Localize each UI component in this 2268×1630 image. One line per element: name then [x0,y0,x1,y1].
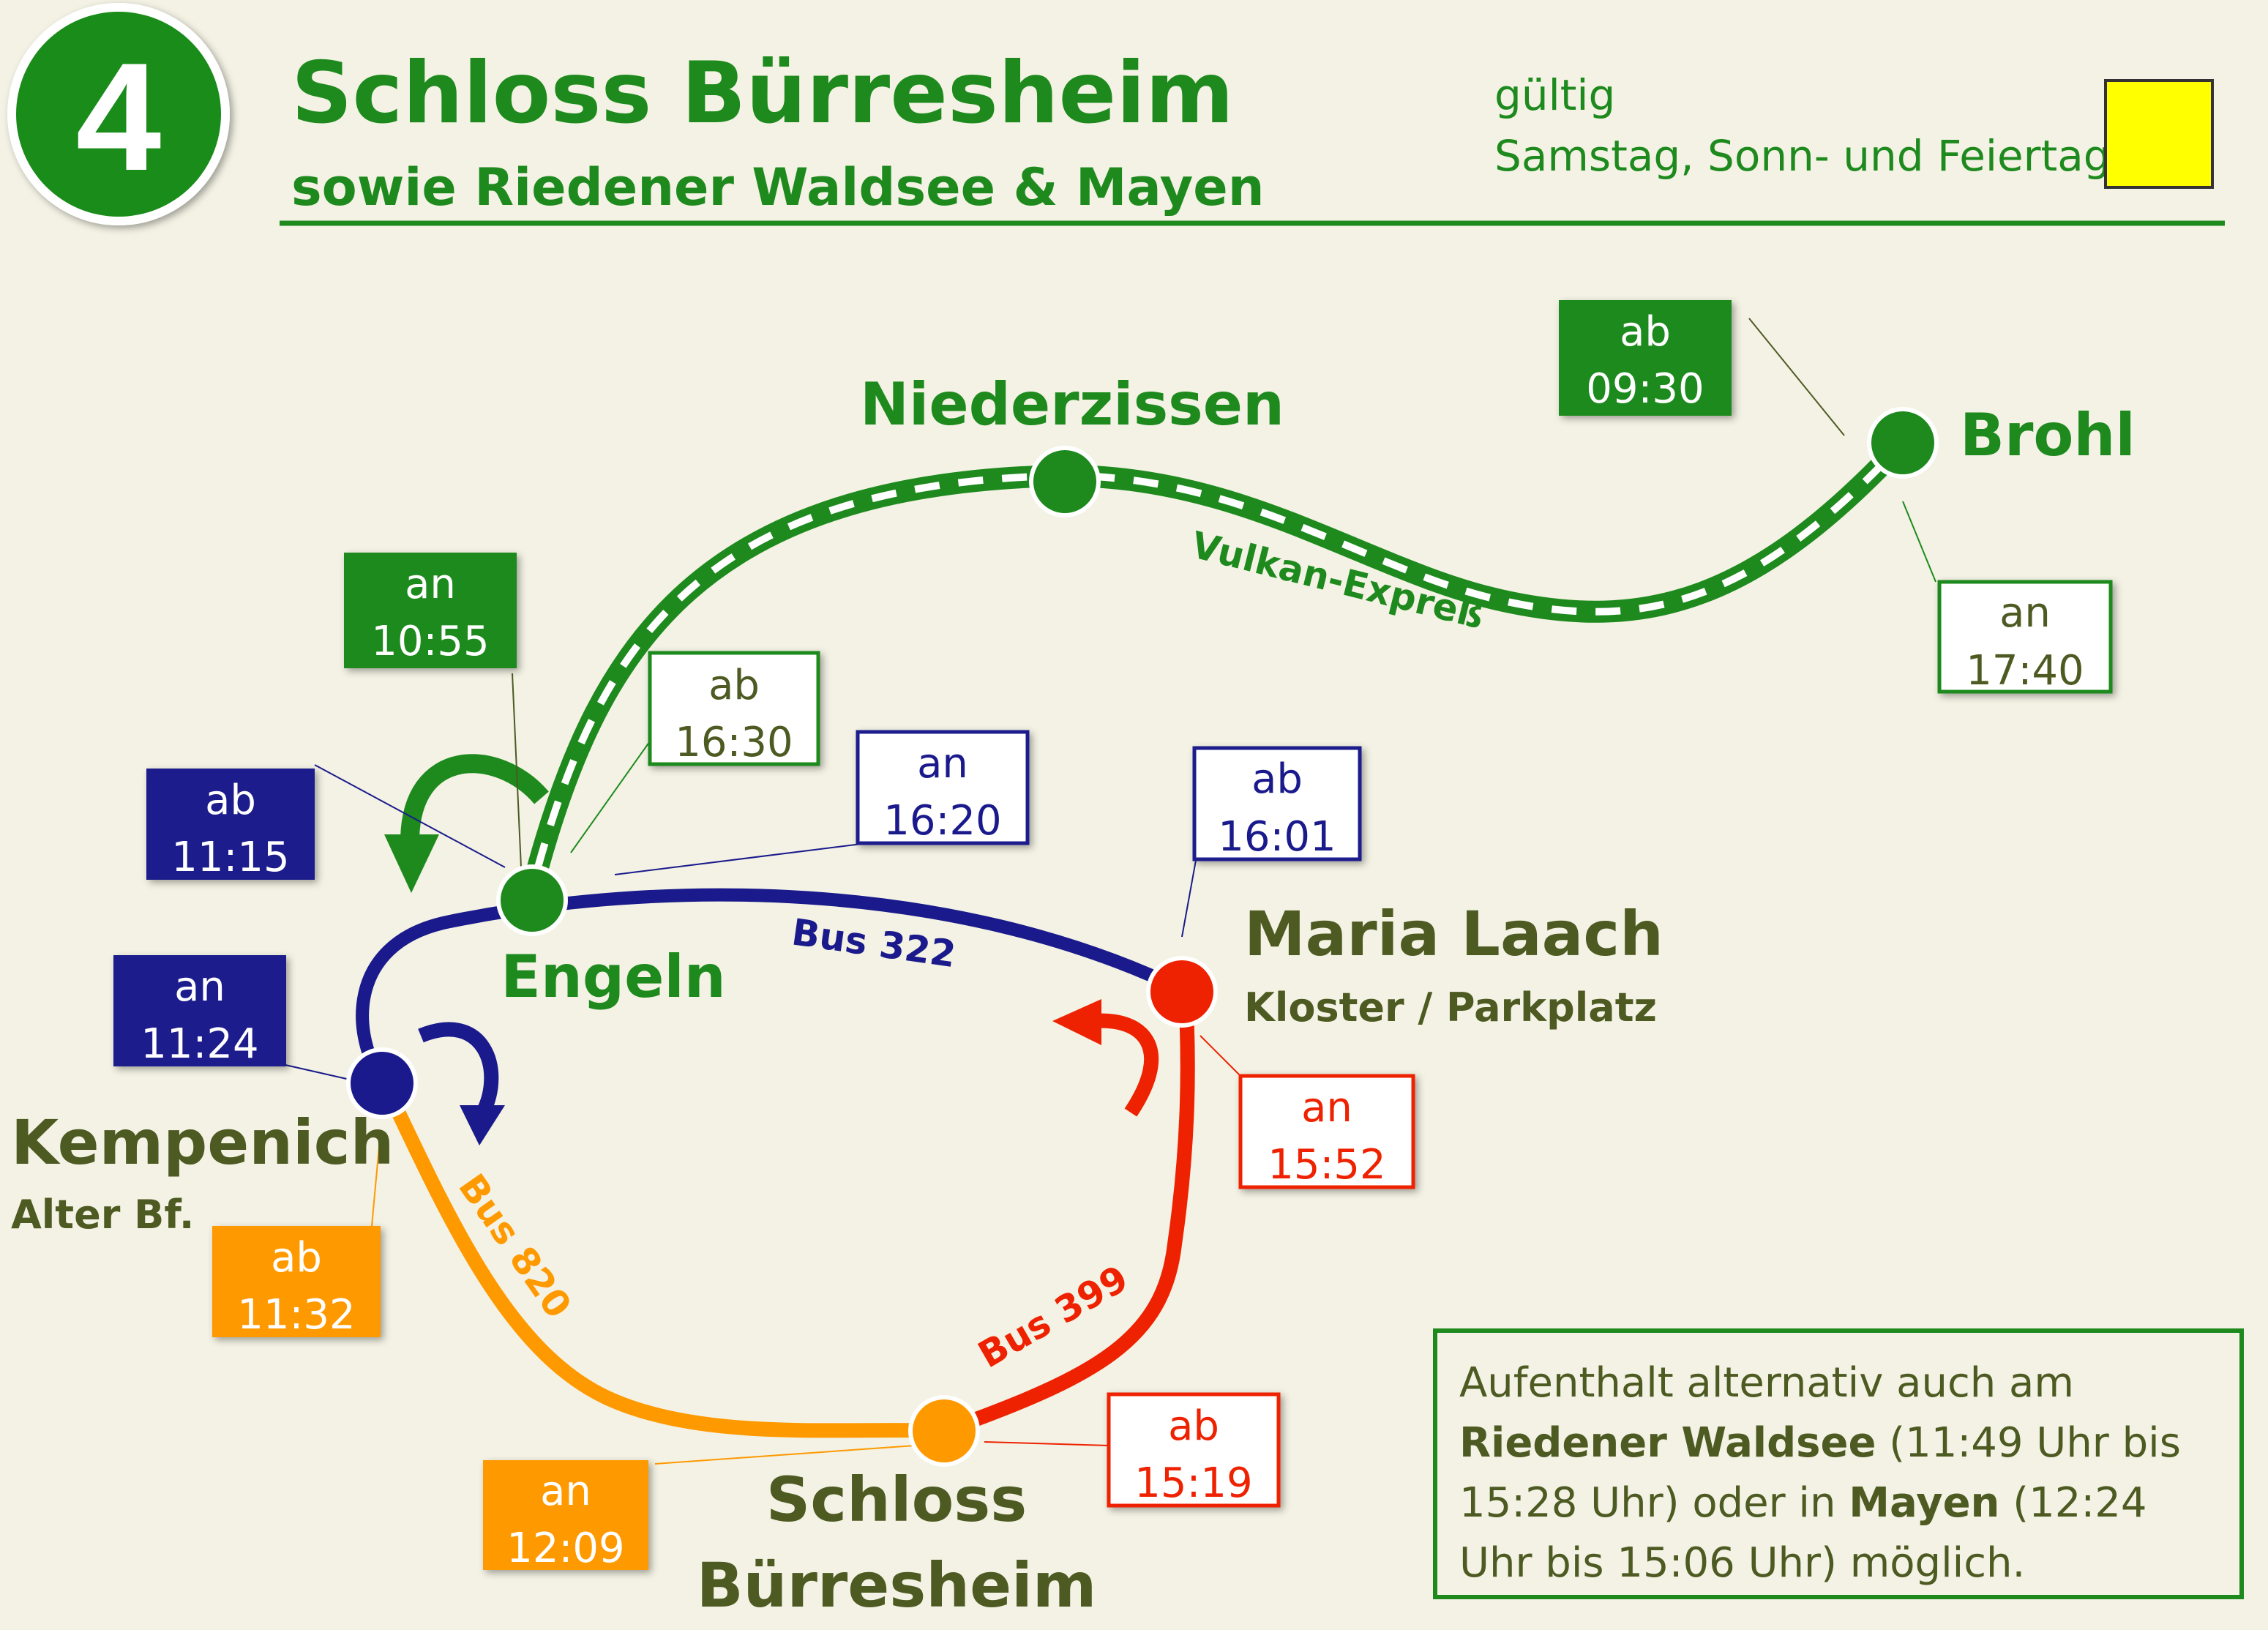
transfer-arrow-engeln [384,754,549,893]
time-value: 11:24 [141,1020,258,1068]
station-name-engeln: Engeln [501,943,726,1011]
station-dot-schloss-buerresheim [908,1395,980,1467]
transfer-arrow-maria-laach [1052,999,1159,1117]
station-dot-maria-laach [1146,956,1218,1028]
route-bus-399 [937,988,1195,1438]
time-value: 16:01 [1218,813,1336,861]
route-bus-322 [356,888,1189,1090]
time-value: 09:30 [1586,365,1704,413]
station-sub-maria-laach: Kloster / Parkplatz [1244,984,1657,1031]
time-box-engeln-ab-train [648,651,820,766]
info-box-stay-options: Aufenthalt alternativ auch am Riedener W… [1433,1328,2244,1599]
page-title: Schloss Bürresheim [291,44,1234,143]
time-kind: an [405,561,456,608]
time-kind: an [1301,1084,1352,1132]
validity-label: gültig [1494,70,1615,120]
station-name-maria-laach: Maria Laach [1244,898,1663,970]
info-text-2: (11:49 Uhr bis 15:28 Uhr) oder in [1459,1419,2181,1527]
time-value: 15:52 [1268,1141,1385,1189]
time-kind: ab [708,662,760,709]
station-sub-kempenich: Alter Bf. [11,1192,194,1238]
page-subtitle: sowie Riedener Waldsee & Mayen [291,157,1265,217]
time-value: 11:32 [237,1291,355,1339]
time-kind: an [540,1468,591,1515]
station-name-kempenich: Kempenich [11,1107,394,1178]
time-value: 15:19 [1134,1459,1252,1507]
info-text-3: (12:24 Uhr bis 15:06 Uhr) möglich. [1459,1479,2147,1587]
transfer-arrow-kempenich [418,1022,505,1145]
route-vulkan-express [527,432,1914,878]
time-box-maria-laach-ab [1192,746,1362,861]
route-bus-820 [384,1091,951,1438]
time-kind: ab [1168,1402,1219,1450]
time-value: 17:40 [1966,647,2084,695]
time-kind: an [917,740,968,788]
time-value: 16:30 [675,719,793,766]
line-badge: 4 [7,3,230,225]
time-kind: an [174,963,225,1011]
time-box-brohl-an [1937,580,2113,694]
time-box-maria-laach-an [1238,1074,1415,1189]
time-value: 11:15 [171,834,289,881]
validity-days: Samstag, Sonn- und Feiertag [1494,131,2111,181]
time-value: 12:09 [506,1525,624,1572]
station-dot-engeln [496,864,568,936]
info-text-1: Aufenthalt alternativ auch am [1459,1359,2074,1407]
time-box-schloss-an [483,1460,648,1570]
time-value: 10:55 [371,618,489,665]
station-name-brohl: Brohl [1960,401,2136,469]
station-dot-niederzissen [1029,446,1101,517]
station-dot-brohl [1867,407,1939,479]
time-box-engeln-ab-bus [146,769,315,880]
time-box-kempenich-ab [212,1226,381,1337]
station-name-niederzissen: Niederzissen [860,370,1284,438]
leader-lines [285,318,1936,1465]
time-kind: an [1999,589,2051,637]
line-number: 4 [76,31,162,203]
time-box-engeln-an-bus [856,730,1030,845]
info-place-mayen: Mayen [1849,1479,2000,1527]
time-box-engeln-an [344,553,517,668]
time-value: 16:20 [883,797,1001,845]
time-kind: ab [205,777,256,824]
route-label-bus-322: Bus 322 [789,911,958,976]
time-box-brohl-ab [1559,300,1732,416]
validity-color-swatch [2104,79,2214,189]
time-kind: ab [1251,755,1303,803]
time-box-schloss-ab [1107,1392,1281,1508]
time-kind: ab [1620,308,1671,356]
info-place-riedener-waldsee: Riedener Waldsee [1459,1419,1876,1467]
station-name-buerresheim: Bürresheim [697,1549,1097,1621]
time-kind: ab [271,1234,322,1282]
station-dot-kempenich [346,1047,418,1119]
station-name-schloss: Schloss [766,1464,1028,1536]
time-box-kempenich-an [113,955,286,1066]
